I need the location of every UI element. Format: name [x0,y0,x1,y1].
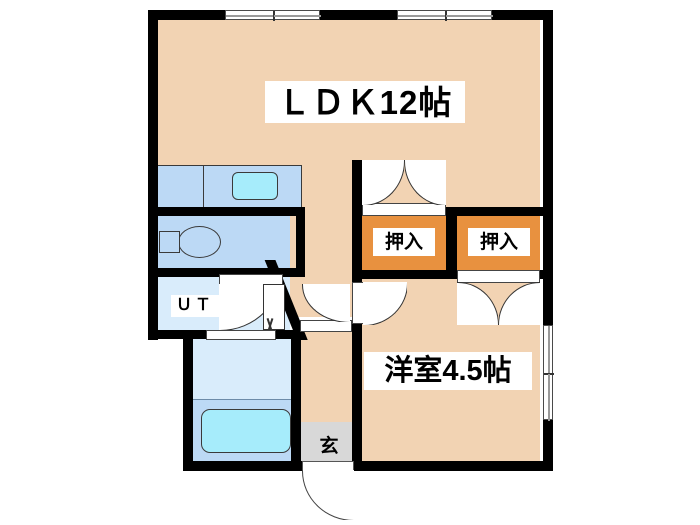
kitchen-sink [232,172,278,200]
bathroom-fill [192,338,300,400]
entrance-label: 玄 [319,435,339,457]
wall-ut-bottom-step [148,330,196,339]
wall-ldk-bottom-left [148,207,305,216]
closet-right-door-leaf-a[interactable] [457,282,498,325]
kitchen-counter-divider [203,165,205,209]
ldk-label: ＬＤＫ12帖 [265,81,465,123]
toilet-tank [159,231,180,253]
closet-right-label: 押入 [468,228,530,256]
washbasin-divider [192,399,300,401]
closet-left-door-leaf-a[interactable] [362,160,404,205]
wall-bottom [183,461,553,471]
wall-toilet-ut [148,268,305,277]
wall-closet-top [352,207,553,216]
wall-bedroom-left [352,270,362,471]
wall-kitchen-right [296,207,305,273]
window-top-left[interactable] [225,10,321,21]
utility-label: ＵＴ [171,295,219,317]
wall-top [148,10,553,20]
hall-door-opening [300,320,352,332]
bedroom-door-arc[interactable] [363,282,407,325]
closet-left-door-leaf-b[interactable] [404,160,446,205]
wall-left-lower [183,330,193,470]
closet-right-door-opening [457,270,540,283]
bedroom-label: 洋室4.5帖 [364,352,532,390]
window-top-right[interactable] [397,10,493,21]
closet-right-door-leaf-b[interactable] [498,282,540,325]
wall-closet-left-side [352,160,362,270]
wall-closet-left-bottom [352,270,447,279]
window-right-bedroom[interactable] [543,325,554,421]
hallway-fill [300,330,358,422]
wall-hall-left [291,330,301,471]
utility-door-leaf[interactable] [263,284,285,330]
wall-between-closets [446,216,457,270]
kitchen-counter [157,165,302,209]
toilet-fixture [178,226,221,258]
closet-left-label: 押入 [373,228,435,256]
wall-right [543,10,553,471]
wall-stub-closet-door [352,160,362,210]
entrance-door-arc[interactable] [302,470,354,520]
bathroom-door-opening[interactable] [206,330,276,340]
hall-door-arc[interactable] [302,284,350,322]
closet-left-door-opening [362,203,446,216]
wall-left-upper [148,10,158,340]
bathtub [201,409,291,453]
